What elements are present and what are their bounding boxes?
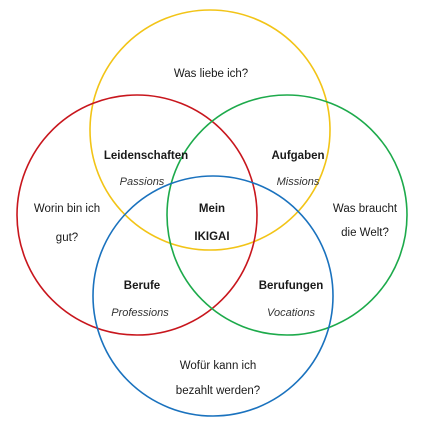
vocation-label-en: Vocations: [267, 307, 315, 319]
center-label-line2: IKIGAI: [194, 231, 229, 243]
center-label-line1: Mein: [199, 203, 225, 215]
mission-label: Aufgaben: [271, 150, 324, 162]
profession-label: Berufe: [124, 280, 160, 292]
good-at-label-line1: Worin bin ich: [34, 203, 100, 215]
world-needs-label-line1: Was braucht: [333, 203, 398, 215]
world-needs-label-line2: die Welt?: [341, 227, 389, 239]
paid-for-label-line2: bezahlt werden?: [176, 385, 260, 397]
good-at-label-line2: gut?: [56, 232, 78, 244]
circle-what-i-am-good-at: [16, 94, 258, 336]
vocation-label: Berufungen: [259, 280, 324, 292]
circle-what-i-can-be-paid-for: [92, 175, 334, 417]
paid-for-label-line1: Wofür kann ich: [180, 360, 257, 372]
mission-label-en: Missions: [277, 176, 320, 188]
love-label: Was liebe ich?: [174, 68, 248, 80]
circle-what-i-love: [89, 9, 331, 251]
passion-label: Leidenschaften: [104, 150, 188, 162]
passion-label-en: Passions: [120, 176, 165, 188]
profession-label-en: Professions: [111, 307, 169, 319]
circle-what-the-world-needs: [166, 94, 408, 336]
